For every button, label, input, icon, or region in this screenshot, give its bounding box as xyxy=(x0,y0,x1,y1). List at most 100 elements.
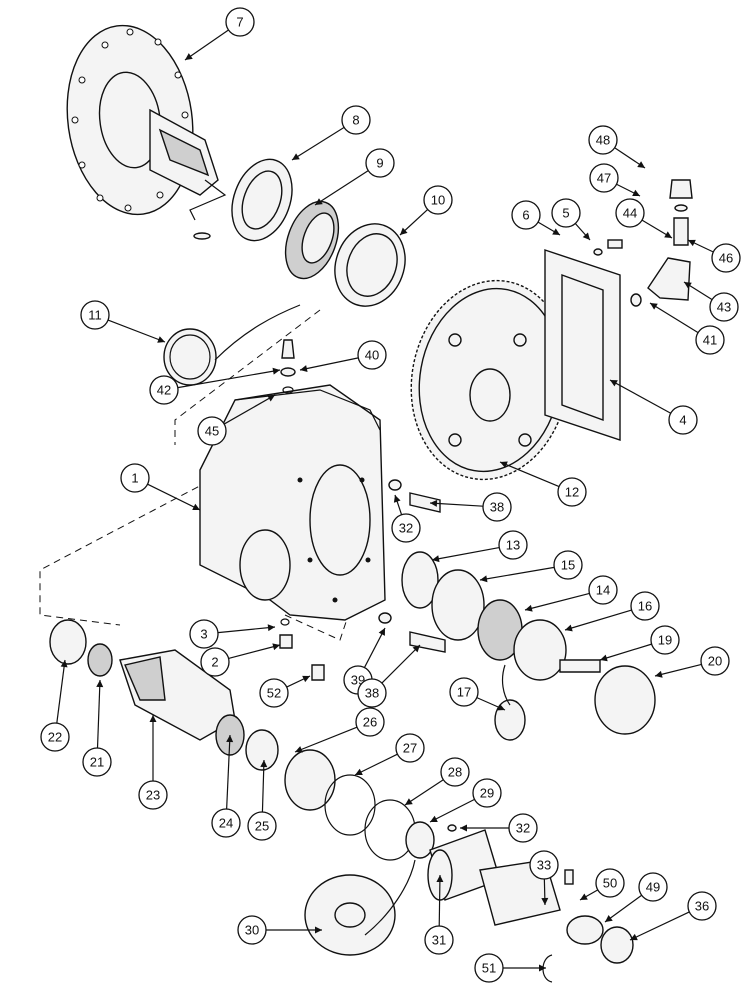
callout-label: 32 xyxy=(516,821,530,836)
part-cup-left xyxy=(49,619,87,665)
leader-line xyxy=(177,369,281,389)
arrowhead xyxy=(436,875,444,883)
arrowhead xyxy=(96,680,104,688)
arrowhead xyxy=(412,645,420,653)
callout-label: 6 xyxy=(522,208,529,223)
arrowhead xyxy=(684,282,692,289)
callout-circle xyxy=(709,292,739,322)
callout-circle xyxy=(498,530,528,560)
callout-circle xyxy=(40,722,70,752)
callout-circle xyxy=(615,198,645,228)
part-plug xyxy=(280,367,296,377)
arrowhead xyxy=(267,624,275,632)
callout-6: 6 xyxy=(511,200,561,236)
callout-label: 27 xyxy=(403,741,417,756)
leader-line xyxy=(363,627,386,668)
callout-circle xyxy=(211,808,241,838)
callout-label: 38 xyxy=(490,500,504,515)
callout-circle xyxy=(589,163,619,193)
callout-23: 23 xyxy=(138,715,168,810)
callout-label: 25 xyxy=(255,819,269,834)
callout-44: 44 xyxy=(615,198,673,239)
part-seal xyxy=(231,158,293,242)
callout-circle xyxy=(391,513,421,543)
callout-43: 43 xyxy=(683,281,739,322)
callout-circle xyxy=(395,733,425,763)
callout-circle xyxy=(197,416,227,446)
callout-24: 24 xyxy=(211,734,241,838)
callout-50: 50 xyxy=(579,868,625,901)
callout-circle xyxy=(638,872,668,902)
arrowhead xyxy=(260,760,268,768)
leader-line xyxy=(294,726,358,753)
arrowhead xyxy=(582,232,590,240)
callout-31: 31 xyxy=(424,874,454,955)
callout-circle xyxy=(138,780,168,810)
callout-label: 7 xyxy=(236,15,243,30)
callout-label: 20 xyxy=(708,654,722,669)
callout-circle xyxy=(588,125,618,155)
part-bearing-cone xyxy=(284,200,340,280)
callout-circle xyxy=(482,492,512,522)
callout-label: 28 xyxy=(448,765,462,780)
callout-circle xyxy=(529,850,559,880)
callout-label: 48 xyxy=(596,133,610,148)
part-elbow xyxy=(647,257,691,301)
arrowhead xyxy=(632,189,640,196)
callout-label: 16 xyxy=(638,599,652,614)
part-housing xyxy=(199,384,386,621)
callout-16: 16 xyxy=(564,591,660,632)
callout-30: 30 xyxy=(237,915,322,945)
callout-label: 36 xyxy=(695,899,709,914)
part-cup-right xyxy=(431,569,485,641)
callout-28: 28 xyxy=(404,757,470,806)
leader-line xyxy=(649,302,699,334)
callout-42: 42 xyxy=(149,367,281,405)
callout-10: 10 xyxy=(399,185,453,236)
callout-36: 36 xyxy=(629,891,717,941)
callout-label: 41 xyxy=(703,333,717,348)
part-gear xyxy=(410,279,570,481)
callout-label: 1 xyxy=(131,471,138,486)
callout-circle xyxy=(700,646,730,676)
callout-19: 19 xyxy=(599,625,680,662)
callout-46: 46 xyxy=(687,239,741,273)
arrowhead xyxy=(655,670,663,678)
arrowhead xyxy=(480,575,488,583)
part-cover xyxy=(544,249,621,441)
part-adapter xyxy=(673,217,689,246)
callout-label: 44 xyxy=(623,206,637,221)
callout-45: 45 xyxy=(197,394,276,446)
arrowhead xyxy=(541,897,549,905)
arrowhead xyxy=(630,933,638,941)
callout-circle xyxy=(237,915,267,945)
callout-circle xyxy=(695,325,725,355)
part-cap xyxy=(669,179,693,199)
callout-circle xyxy=(247,811,277,841)
callout-circle xyxy=(440,757,470,787)
callout-12: 12 xyxy=(499,461,587,507)
callout-label: 5 xyxy=(562,206,569,221)
arrowhead xyxy=(157,336,165,343)
callout-label: 49 xyxy=(646,880,660,895)
callout-32: 32 xyxy=(391,494,421,543)
leader-line xyxy=(107,319,166,343)
callout-label: 47 xyxy=(597,171,611,186)
part-cap-disc xyxy=(594,665,656,735)
arrowhead xyxy=(292,153,300,160)
arrowhead xyxy=(60,660,68,668)
leader-line xyxy=(524,592,590,611)
callout-label: 11 xyxy=(88,308,102,323)
part-cone-left xyxy=(87,643,113,677)
callout-1: 1 xyxy=(120,463,201,511)
arrowhead xyxy=(565,624,573,632)
arrowhead xyxy=(460,824,467,832)
callout-circle xyxy=(357,340,387,370)
callout-17: 17 xyxy=(449,677,506,711)
arrowhead xyxy=(539,964,546,972)
callout-label: 8 xyxy=(352,113,359,128)
arrowhead xyxy=(405,798,413,805)
callout-label: 51 xyxy=(482,961,496,976)
part-bolt-small xyxy=(607,239,623,249)
